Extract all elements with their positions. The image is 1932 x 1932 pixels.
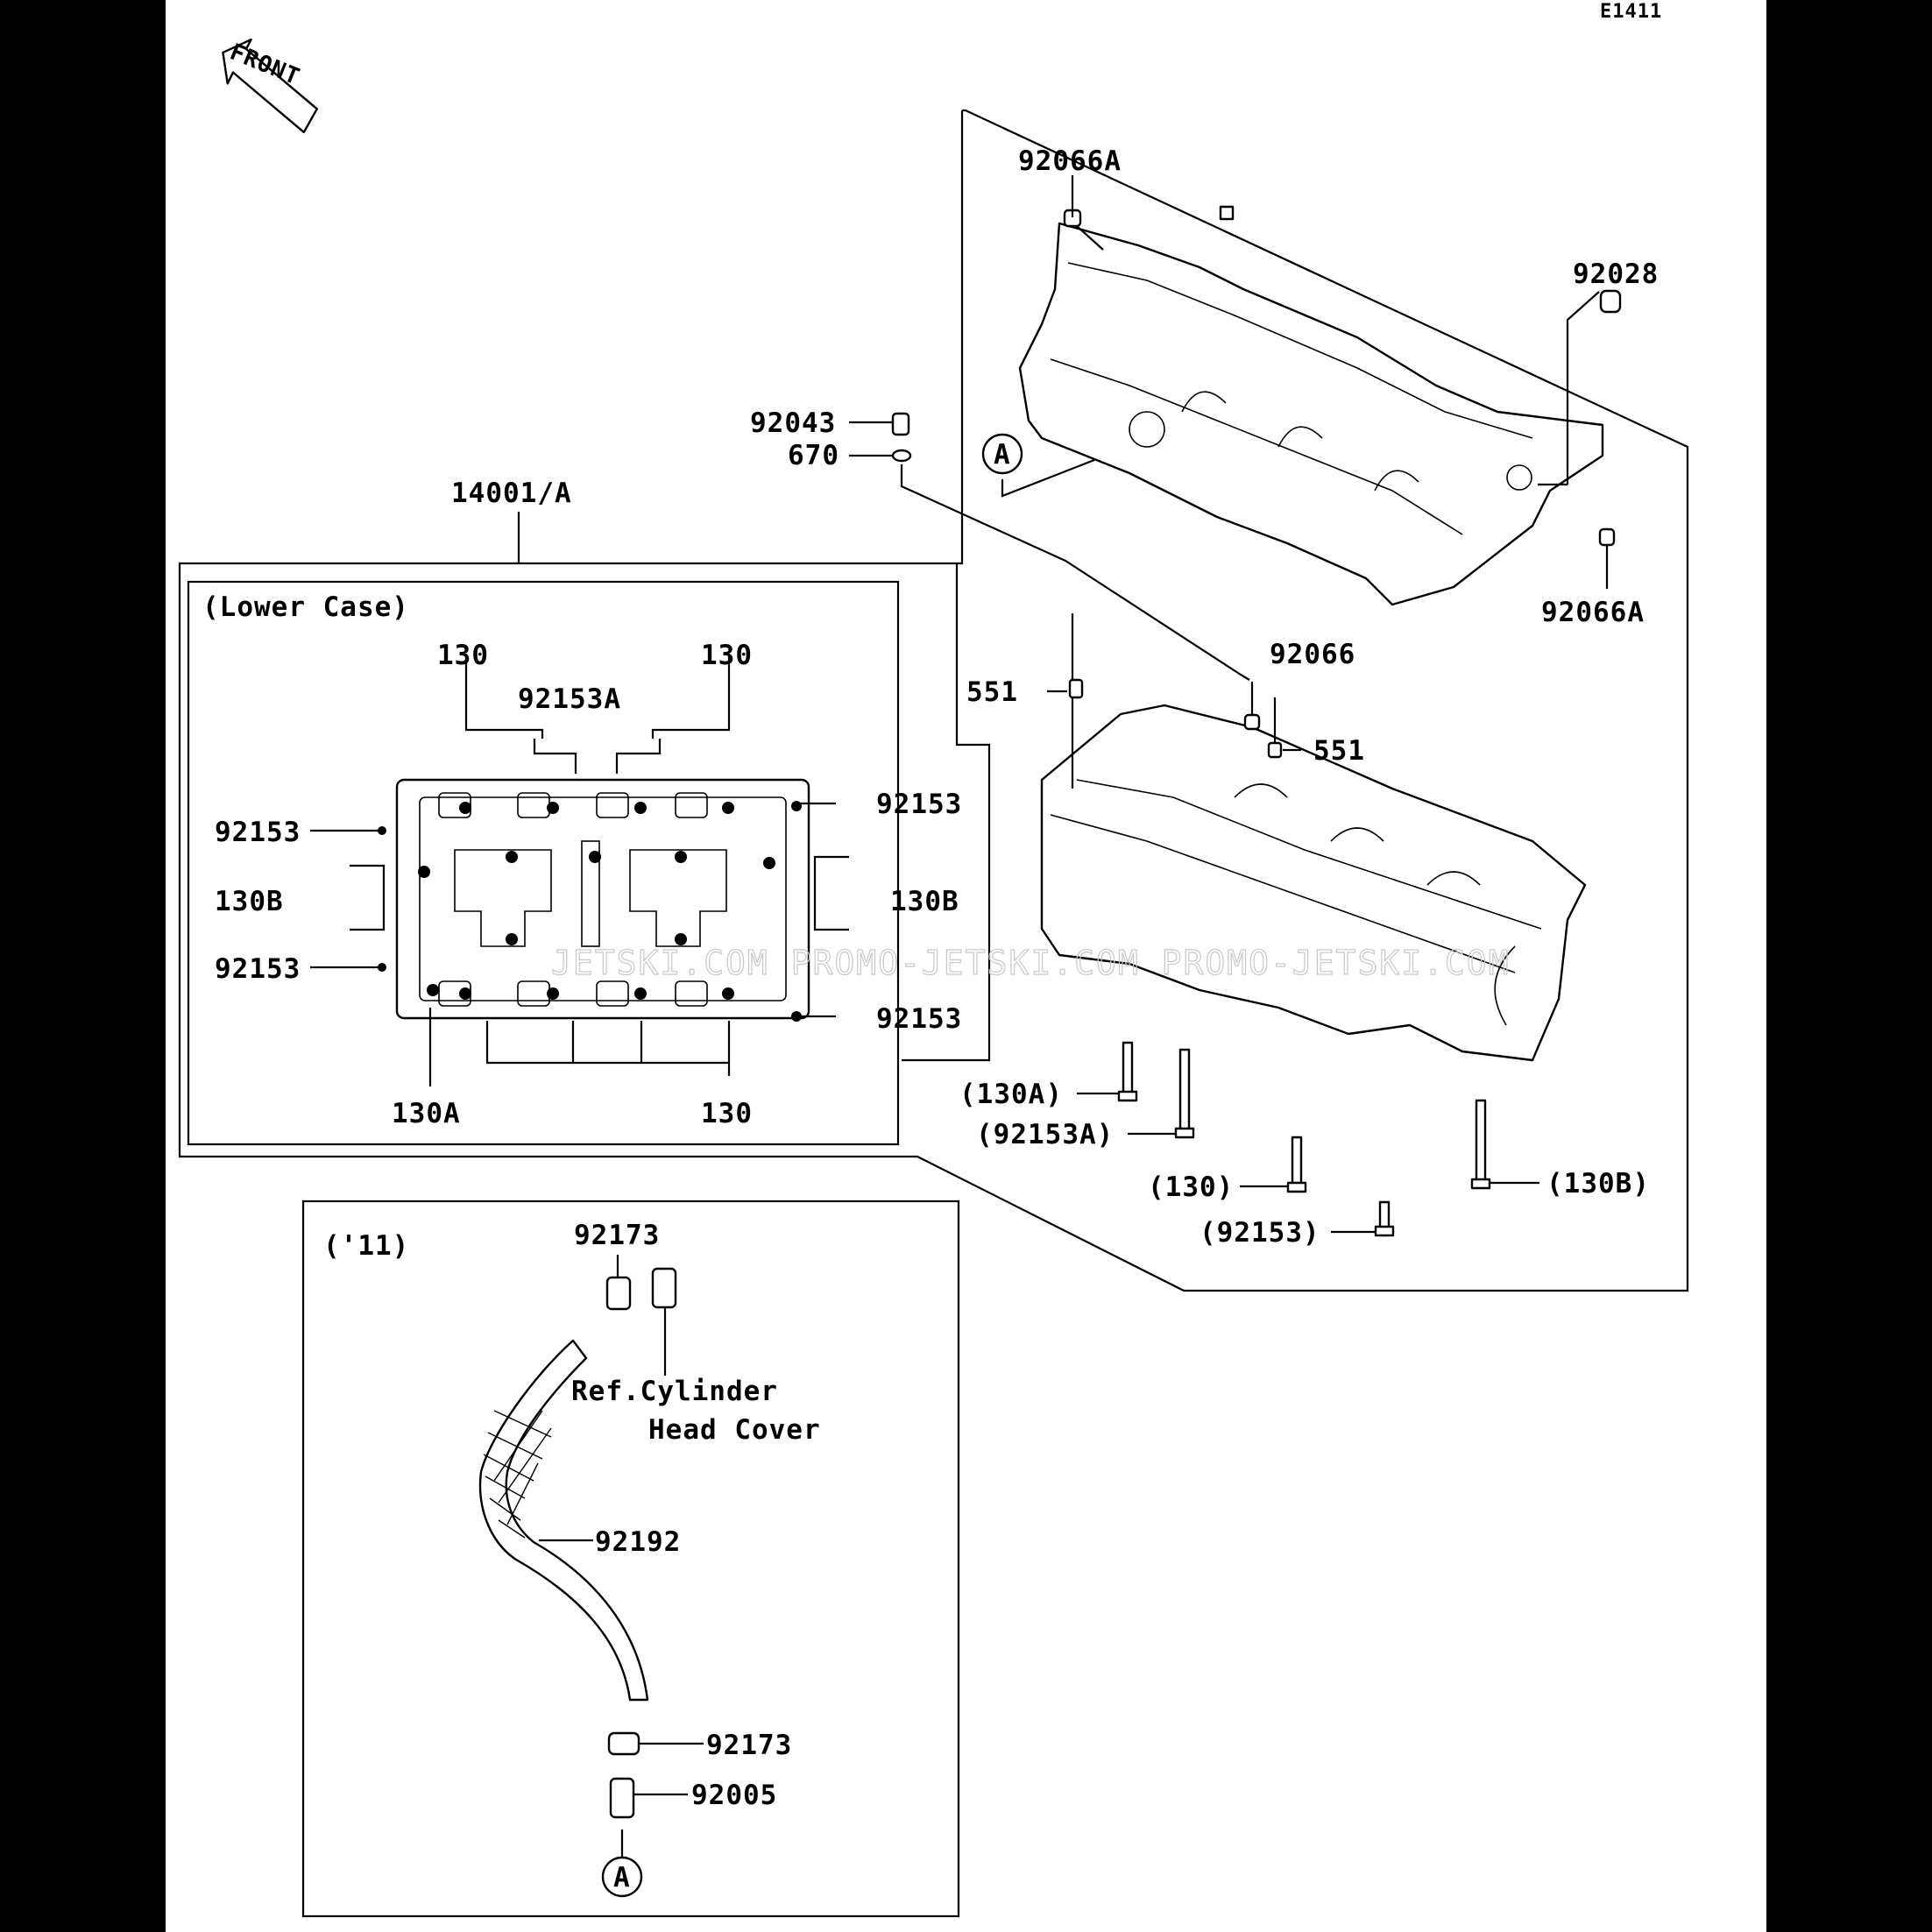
breather-inset: A: [301, 1200, 960, 1918]
fitting-icon: [651, 1267, 677, 1309]
label-551-left: 551: [966, 676, 1018, 708]
parts-diagram-sheet: E1411 FRONT: [166, 0, 1766, 1932]
label-130A: 130A: [392, 1098, 461, 1129]
label-92066A-bottom: 92066A: [1541, 597, 1645, 628]
label-92028: 92028: [1573, 258, 1659, 290]
crankcase-exploded-diagram: E1411 FRONT: [178, 1, 1689, 1918]
label-14001A: 14001/A: [451, 478, 572, 509]
label-92153-left-bottom: 92153: [215, 953, 301, 985]
label-92173-top: 92173: [574, 1220, 660, 1251]
label-670: 670: [788, 440, 839, 471]
bolt-130-icon: [1291, 1136, 1303, 1187]
lower-case-inset: [187, 580, 900, 1146]
label-551-right: 551: [1313, 735, 1365, 767]
label-130B-right: 130B: [890, 886, 959, 917]
bolt-130A-icon: [1122, 1041, 1134, 1097]
label-130B-left: 130B: [215, 886, 284, 917]
ref-cylinder-line1: Ref.Cylinder: [571, 1376, 778, 1407]
label-92153-right-bottom: 92153: [876, 1003, 962, 1035]
bolt-92153A-icon: [1178, 1048, 1191, 1132]
plug-92043-icon: [891, 412, 910, 436]
diagram-code: E1411: [1600, 1, 1662, 23]
upper-crankcase: [1018, 205, 1604, 606]
crankcase-bolts: [1117, 1041, 1491, 1237]
ref-a-marker-upper: A: [981, 433, 1023, 475]
label-92066: 92066: [1270, 639, 1355, 670]
breather-hose-icon: [478, 1339, 649, 1702]
bolt-92153-icon: [1378, 1200, 1391, 1230]
bolt-130B-icon: [1475, 1099, 1487, 1183]
ref-a-lower-text: A: [613, 1862, 631, 1893]
watermark-text: JETSKI.COM PROMO-JETSKI.COM PROMO-JETSKI…: [551, 944, 1511, 982]
lower-crankcase: [1040, 704, 1587, 1062]
label-130-bottom: 130: [701, 1098, 753, 1129]
lower-case-title: (Lower Case): [202, 591, 409, 623]
ref-a-upper-text: A: [994, 439, 1011, 471]
label-92153A: 92153A: [518, 683, 621, 715]
ref-cylinder-line2: Head Cover: [648, 1414, 821, 1446]
fitting-92005-icon: [609, 1777, 635, 1819]
label-130-bolt: (130): [1148, 1171, 1234, 1203]
assembly-frame: [178, 109, 1689, 1292]
dowel-551-right-icon: [1267, 741, 1283, 759]
label-92153-right-top: 92153: [876, 789, 962, 820]
label-130B-bolt: (130B): [1546, 1168, 1650, 1200]
o-ring-670-icon: [891, 449, 912, 463]
label-92192: 92192: [595, 1526, 681, 1558]
plug-92028-icon: [1599, 289, 1622, 314]
label-92153A-bolt: (92153A): [976, 1119, 1114, 1150]
dowel-551-left-icon: [1068, 678, 1084, 699]
label-130-top-right: 130: [701, 640, 753, 671]
ref-a-marker-lower: A: [601, 1856, 643, 1898]
bolt-92066-icon: [1243, 713, 1261, 731]
label-92153-bolt: (92153): [1200, 1217, 1320, 1249]
label-92066A-top: 92066A: [1018, 145, 1122, 177]
label-92173-bottom: 92173: [706, 1730, 792, 1761]
breather-title: ('11): [323, 1230, 409, 1262]
clamp-92173-top-icon: [605, 1276, 632, 1311]
front-arrow-icon: FRONT: [222, 38, 318, 134]
label-92153-left-top: 92153: [215, 817, 301, 848]
clamp-92173-bottom-icon: [607, 1731, 640, 1756]
label-130-top-left: 130: [437, 640, 489, 671]
small-parts: [891, 209, 1622, 759]
label-130A-bolt: (130A): [959, 1079, 1063, 1110]
bolt-92066A-bottom-icon: [1598, 527, 1616, 547]
label-92005: 92005: [691, 1780, 777, 1811]
label-92043: 92043: [750, 407, 836, 439]
leader-lines: [517, 175, 1609, 1234]
